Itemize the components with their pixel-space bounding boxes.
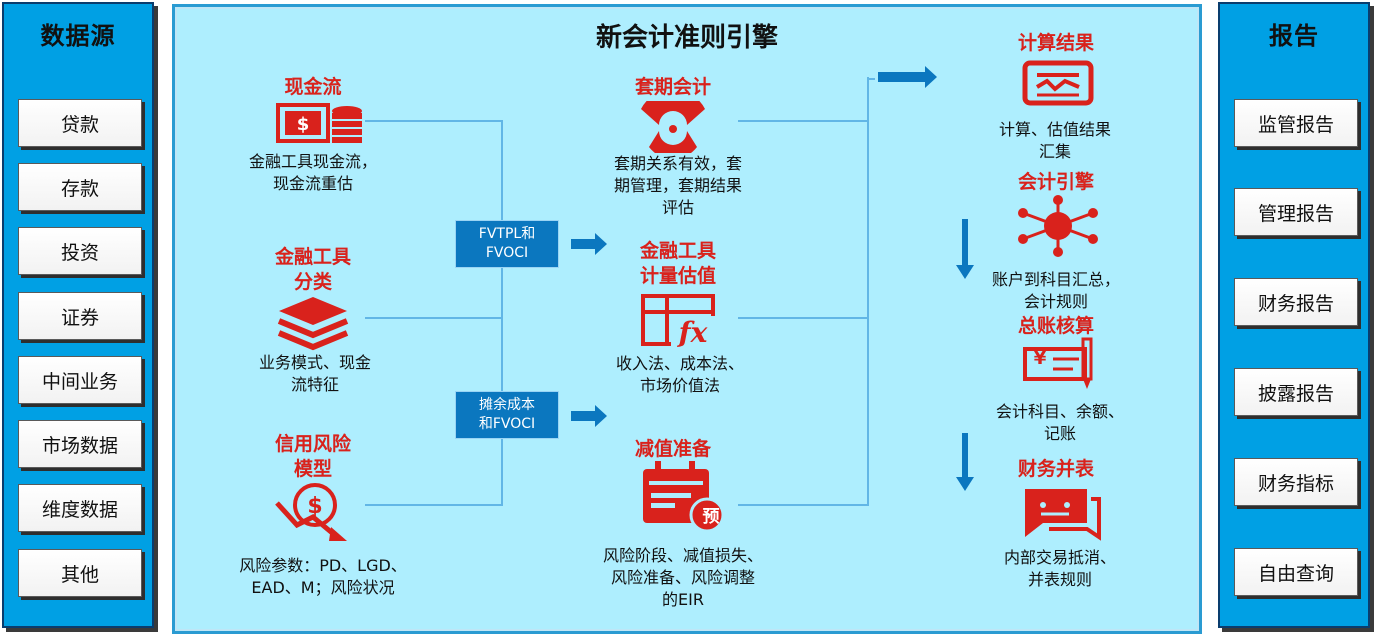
instrument-classification-desc: 业务模式、现金流特征 xyxy=(258,353,371,394)
source-other-button[interactable]: 其他 xyxy=(18,549,142,597)
credit-risk-title: 信用风险模型 xyxy=(274,433,351,480)
report-title: 报告 xyxy=(1269,22,1319,50)
yen-symbol: ¥ xyxy=(1033,348,1047,369)
flow-arrows xyxy=(571,66,974,491)
data-source-title: 数据源 xyxy=(40,22,116,50)
arrow-down-icon xyxy=(956,219,974,279)
report-regulatory-button[interactable]: 监管报告 xyxy=(1234,99,1358,147)
consolidation-title: 财务并表 xyxy=(1017,458,1094,480)
credit-risk-icon: $ xyxy=(275,483,347,541)
general-ledger-desc: 会计科目、余额、记账 xyxy=(995,402,1124,443)
layers-icon xyxy=(277,297,349,351)
connector-left-bracket xyxy=(365,120,503,506)
arrow-right-icon xyxy=(571,405,607,427)
report-disclosure-button[interactable]: 披露报告 xyxy=(1234,368,1358,416)
calc-result-desc: 计算、估值结果汇集 xyxy=(998,120,1111,161)
connector-lines xyxy=(365,66,974,506)
source-loans-button[interactable]: 贷款 xyxy=(18,99,142,147)
measurement-valuation-desc: 收入法、成本法、市场价值法 xyxy=(615,354,744,395)
arrow-right-icon xyxy=(878,66,937,88)
engine-title: 新会计准则引擎 xyxy=(595,23,778,53)
instrument-classification-title: 金融工具分类 xyxy=(274,246,351,293)
measurement-valuation-title: 金融工具计量估值 xyxy=(639,240,716,287)
cash-flow-title: 现金流 xyxy=(284,76,342,98)
general-ledger-title: 总账核算 xyxy=(1017,315,1094,337)
arrow-right-icon xyxy=(571,233,607,255)
impairment-title: 减值准备 xyxy=(634,438,711,460)
result-document-icon xyxy=(1022,60,1094,106)
provision-badge: 预 xyxy=(702,507,720,527)
cash-flow-icon: $ xyxy=(276,103,362,143)
consolidation-chat-icon xyxy=(1025,489,1101,541)
source-investment-button[interactable]: 投资 xyxy=(18,227,142,275)
svg-text:$: $ xyxy=(307,494,322,519)
report-panel: 报告 监管报告 管理报告 财务报告 披露报告 财务指标 自由查询 xyxy=(1218,2,1370,628)
credit-risk-desc: 风险参数：PD、LGD、EAD、M；风险状况 xyxy=(239,556,407,597)
accounting-engine-title: 会计引擎 xyxy=(1017,171,1094,193)
source-securities-button[interactable]: 证券 xyxy=(18,292,142,340)
calc-result-title: 计算结果 xyxy=(1017,32,1094,54)
formula-fx-icon: fx xyxy=(641,294,717,349)
source-intermediary-button[interactable]: 中间业务 xyxy=(18,356,142,404)
cash-flow-desc: 金融工具现金流，现金流重估 xyxy=(248,152,377,193)
calendar-provision-icon xyxy=(643,461,725,531)
accounting-engine-desc: 账户到科目汇总，会计规则 xyxy=(991,270,1120,311)
engine-network-icon xyxy=(1018,195,1098,257)
hedge-accounting-desc: 套期关系有效，套期管理，套期结果评估 xyxy=(613,154,742,217)
report-management-button[interactable]: 管理报告 xyxy=(1234,188,1358,236)
consolidation-desc: 内部交易抵消、并表规则 xyxy=(1003,548,1116,589)
impairment-desc: 风险阶段、减值损失、风险准备、风险调整的EIR xyxy=(602,546,763,609)
source-market-data-button[interactable]: 市场数据 xyxy=(18,420,142,468)
source-dimension-data-button[interactable]: 维度数据 xyxy=(18,484,142,532)
arrow-down-icon xyxy=(956,433,974,491)
hedge-accounting-title: 套期会计 xyxy=(634,76,711,98)
hedge-icon xyxy=(641,101,705,153)
source-deposits-button[interactable]: 存款 xyxy=(18,163,142,211)
amortized-cost-fvoci-tag: 摊余成本和FVOCI xyxy=(455,391,559,439)
svg-text:fx: fx xyxy=(677,316,708,349)
svg-text:$: $ xyxy=(297,114,310,135)
report-free-query-button[interactable]: 自由查询 xyxy=(1234,548,1358,596)
data-source-panel: 数据源 贷款 存款 投资 证券 中间业务 市场数据 维度数据 其他 xyxy=(2,2,154,628)
report-financial-button[interactable]: 财务报告 xyxy=(1234,278,1358,326)
ledger-cheque-icon xyxy=(1023,337,1093,389)
report-indicators-button[interactable]: 财务指标 xyxy=(1234,458,1358,506)
